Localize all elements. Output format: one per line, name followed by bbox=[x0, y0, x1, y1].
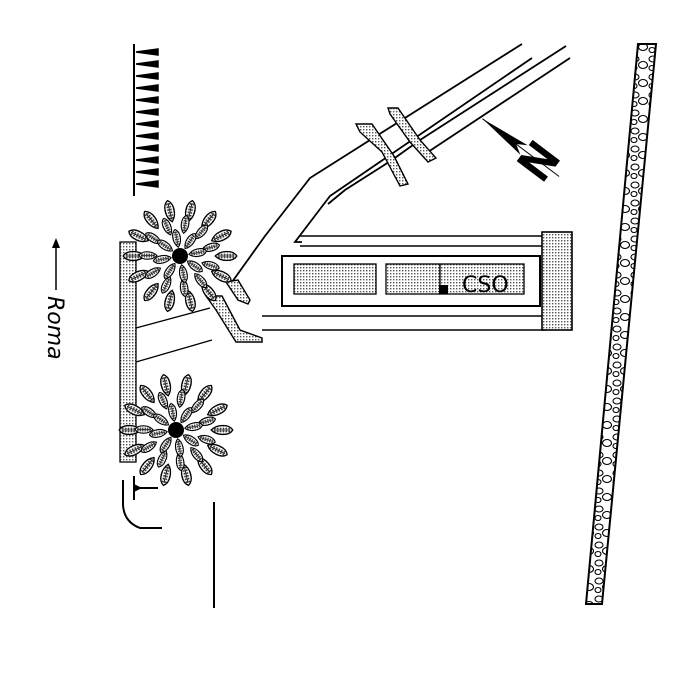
fence-tooth bbox=[135, 96, 159, 104]
cso-compound: CSO bbox=[262, 231, 573, 331]
tree-leaf bbox=[179, 214, 191, 235]
location-marker bbox=[439, 285, 448, 294]
building-block-3 bbox=[439, 263, 525, 295]
bridge-lower bbox=[204, 279, 263, 343]
direction-roma: Roma bbox=[42, 238, 67, 360]
tree-leaf bbox=[200, 258, 221, 273]
tree-leaf bbox=[140, 280, 163, 304]
tree-leaf bbox=[173, 437, 186, 458]
fence-tooth bbox=[135, 108, 159, 116]
tree-leaf bbox=[177, 405, 195, 426]
building-block-1 bbox=[293, 263, 377, 295]
tree-leaf bbox=[183, 420, 204, 433]
fence-tooth bbox=[135, 120, 159, 128]
compound-end-block bbox=[541, 231, 573, 331]
tree-center bbox=[172, 248, 188, 264]
north-arrow: N bbox=[482, 118, 571, 191]
tree-upper bbox=[122, 199, 238, 313]
tree-leaf bbox=[166, 402, 179, 423]
fence-tooth bbox=[135, 72, 159, 80]
tree-leaf bbox=[151, 411, 172, 429]
tree-leaf bbox=[184, 257, 205, 275]
tree-leaf bbox=[136, 454, 159, 478]
tree-leaf bbox=[196, 432, 217, 447]
curb-bottom-left bbox=[122, 480, 162, 529]
tree-lower bbox=[118, 373, 234, 487]
tree-leaf bbox=[210, 424, 234, 436]
tree-leaf bbox=[187, 246, 208, 259]
fence-tooth bbox=[135, 132, 159, 140]
fence-line-top bbox=[133, 44, 159, 196]
fence-tooth bbox=[135, 144, 159, 152]
tree-leaf bbox=[177, 263, 190, 284]
direction-label: Roma bbox=[42, 296, 67, 360]
tree-leaf bbox=[134, 425, 154, 434]
tree-leaf bbox=[191, 270, 210, 291]
tree-leaf bbox=[205, 400, 230, 420]
fence-tooth bbox=[135, 48, 159, 56]
tree-leaf bbox=[140, 208, 163, 232]
tree-leaf bbox=[181, 231, 199, 252]
entrance-road bbox=[135, 307, 213, 363]
fence-line-bottom bbox=[133, 476, 158, 500]
tree-center bbox=[168, 422, 184, 438]
tree-leaf bbox=[136, 382, 159, 406]
tree-leaf bbox=[209, 226, 234, 246]
bridge-upper bbox=[354, 107, 438, 187]
tree-leaf bbox=[155, 237, 176, 255]
fence-tooth bbox=[135, 168, 159, 176]
fence-tooth bbox=[135, 180, 159, 188]
tree-leaf bbox=[180, 431, 201, 449]
tree-leaf bbox=[170, 228, 183, 249]
building-block-2 bbox=[385, 263, 441, 295]
fence-tooth bbox=[135, 156, 159, 164]
place-label: CSO bbox=[462, 273, 509, 298]
tree-leaf bbox=[214, 250, 238, 262]
stone-wall bbox=[584, 43, 658, 605]
fence-tooth bbox=[135, 60, 159, 68]
fence-tooth bbox=[135, 84, 159, 92]
tree-leaf bbox=[175, 388, 187, 409]
tree-leaf bbox=[187, 444, 206, 465]
tree-leaf bbox=[138, 251, 158, 260]
